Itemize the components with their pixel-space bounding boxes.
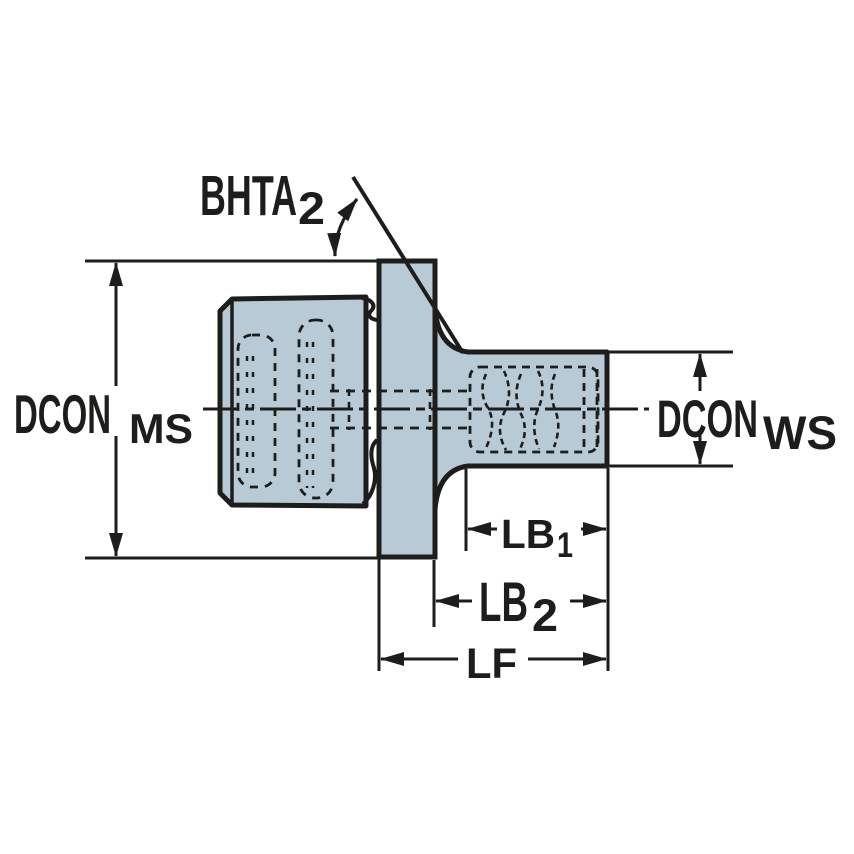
label-lf: LF <box>466 640 517 688</box>
slot-outline-right <box>297 318 335 500</box>
label-dcon-ws-subscript: WS <box>763 406 837 459</box>
label-lb1-subscript: 1 <box>557 526 573 565</box>
slot-outline-left <box>236 333 277 489</box>
label-dcon-ws: DCON <box>657 390 758 449</box>
dimension-dcon-ms <box>85 259 400 560</box>
label-lb2: LB <box>479 570 528 633</box>
label-dcon-ms-subscript: MS <box>129 405 193 452</box>
angle-reference-line <box>351 175 465 355</box>
dimension-lb1 <box>464 469 607 551</box>
dimension-lb2 <box>432 560 607 627</box>
bottom-relief-groove <box>361 438 379 506</box>
dimension-lf <box>377 468 610 671</box>
top-relief-groove <box>361 296 378 322</box>
label-lb1: LB <box>501 511 555 557</box>
label-lb2-subscript: 2 <box>532 590 558 641</box>
dimension-dcon-ws <box>608 350 733 468</box>
label-dcon-ms: DCON <box>14 383 111 445</box>
label-bhta2-subscript: 2 <box>298 183 325 234</box>
angle-arc <box>327 198 359 257</box>
thread-zone-outline <box>468 365 600 454</box>
machine-side-body <box>217 294 379 509</box>
label-bhta2: BHTA <box>200 164 297 228</box>
angle-bhta2 <box>327 175 465 355</box>
hidden-detail-lines <box>236 318 600 500</box>
